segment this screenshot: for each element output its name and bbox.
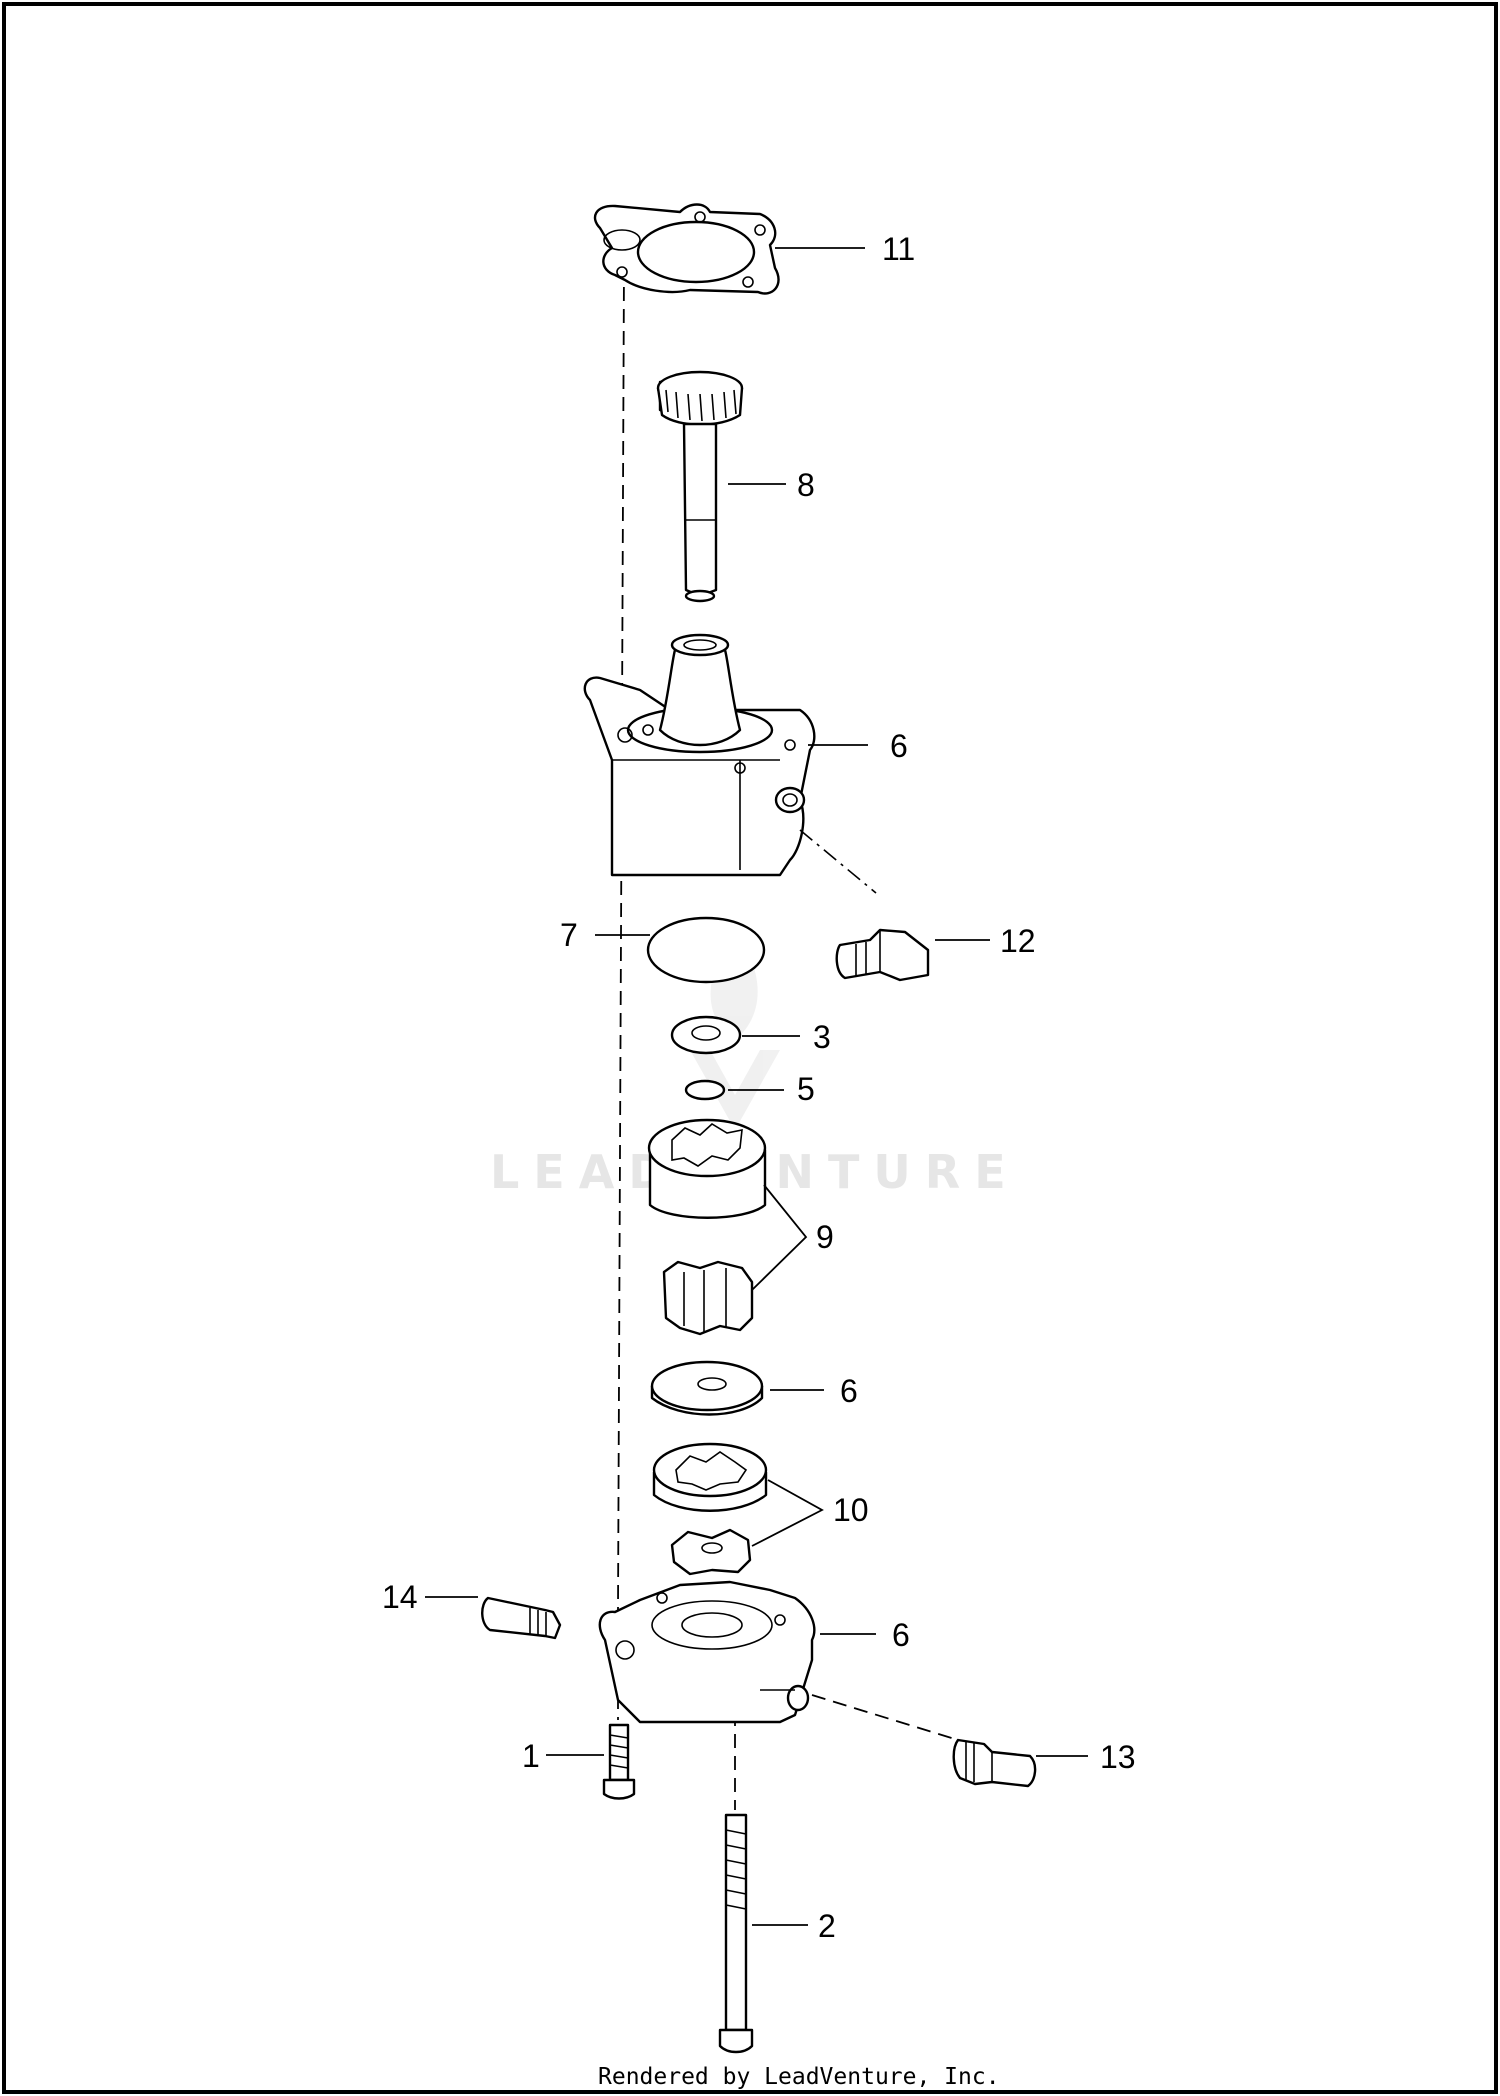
pump-body-lower [598,1580,816,1724]
pipe-fitting [952,1738,1037,1788]
callout-7: 7 [560,917,578,953]
alignment-line [617,264,625,1720]
elbow-fitting [835,928,930,982]
separator-plate [650,1360,764,1416]
callout-12: 12 [1000,923,1036,959]
callout-9: 9 [816,1219,834,1255]
callout-2: 2 [818,1908,836,1944]
short-bolt [602,1723,636,1800]
footer-credit: Rendered by LeadVenture, Inc. [598,2064,1000,2090]
callout-10: 10 [833,1492,869,1528]
fitting-leader-lower [811,1694,959,1741]
nipple-fitting [481,1596,562,1640]
callout-11: 11 [882,231,915,267]
gerotor-outer-upper [647,1118,767,1219]
callout-5: 5 [797,1071,815,1107]
gear-shaft [656,370,744,603]
callout-14: 14 [382,1579,418,1615]
leader-9 [751,1184,808,1291]
callout-6-plate: 6 [840,1373,858,1409]
callout-8: 8 [797,467,815,503]
gerotor-inner-upper [662,1260,754,1336]
long-bolt [718,1813,754,2054]
leader-10 [751,1479,824,1547]
callout-6-lower: 6 [892,1617,910,1653]
washer [670,1015,742,1055]
retaining-ring [684,1079,726,1101]
gerotor-outer-lower [652,1442,768,1512]
fitting-leader [799,829,877,894]
o-ring [646,916,766,984]
callout-3: 3 [813,1019,831,1055]
callout-6-upper: 6 [890,728,908,764]
callout-13: 13 [1100,1739,1136,1775]
pump-body-upper [583,633,816,877]
callout-1: 1 [522,1738,540,1774]
gasket [593,203,780,295]
gerotor-inner-lower [670,1528,752,1576]
